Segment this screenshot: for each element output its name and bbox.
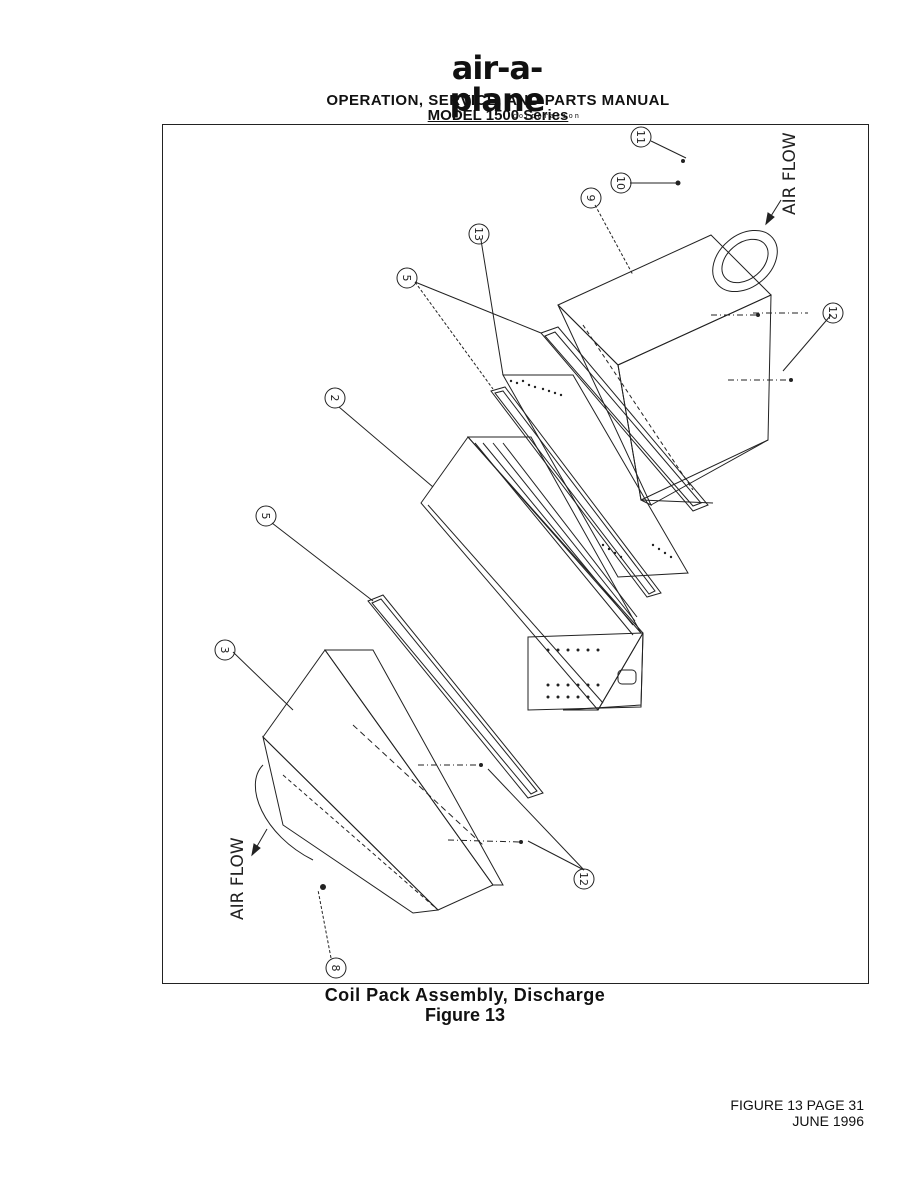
- callout-leaders: [232, 140, 832, 959]
- svg-text:9: 9: [584, 195, 597, 202]
- callout-2: 2: [324, 387, 346, 409]
- figure-caption-number: Figure 13: [424, 1005, 506, 1025]
- discharge-plenum: [557, 229, 778, 507]
- svg-text:13: 13: [472, 227, 485, 241]
- svg-text:5: 5: [259, 513, 272, 520]
- footer-date: JUNE 1996: [792, 1113, 864, 1129]
- svg-text:5: 5: [400, 275, 413, 282]
- svg-text:3: 3: [218, 647, 231, 654]
- logo-wordmark: air-a-plane: [449, 49, 546, 119]
- part-callouts: 11 10 9 13 5 2: [214, 126, 844, 979]
- diagram-frame: 11 10 9 13 5 2: [162, 124, 869, 984]
- logo-subtext: corporation: [512, 112, 581, 120]
- callout-11: 11: [630, 126, 652, 148]
- airflow-label-discharge: AIR FLOW: [780, 132, 800, 215]
- svg-text:11: 11: [634, 130, 647, 144]
- model-heading: MODEL 1500 Series: [300, 107, 696, 124]
- callout-13: 13: [468, 223, 490, 245]
- leader-lines: [418, 312, 808, 843]
- callout-9: 9: [580, 187, 602, 209]
- svg-text:10: 10: [614, 176, 627, 190]
- svg-text:8: 8: [329, 965, 342, 972]
- manual-title: OPERATION, SERVICE, AND PARTS MANUAL: [326, 92, 670, 109]
- gasket-upper: [540, 326, 709, 512]
- callout-8: 8: [325, 957, 347, 979]
- callout-12-upper: 12: [822, 302, 844, 324]
- figure-caption-title: Coil Pack Assembly, Discharge: [324, 985, 606, 1005]
- coil-assembly: [420, 436, 644, 711]
- callout-10: 10: [610, 172, 632, 194]
- inlet-plenum: [254, 649, 504, 914]
- model-text: MODEL 1500 Series: [427, 107, 569, 124]
- company-logo: air-a-plane corporation: [407, 52, 587, 120]
- callout-3: 3: [214, 639, 236, 661]
- gasket-lower: [367, 594, 544, 799]
- airflow-label-inlet: AIR FLOW: [228, 837, 248, 920]
- gasket-middle: [490, 386, 662, 598]
- callout-12-lower: 12: [573, 868, 595, 890]
- hardware-fasteners: [320, 159, 793, 890]
- footer-figure-page: FIGURE 13 PAGE 31: [730, 1097, 864, 1113]
- perforated-baffle: [502, 374, 689, 578]
- callout-5-upper: 5: [396, 267, 418, 289]
- svg-text:12: 12: [826, 306, 839, 320]
- airflow-arrows: [251, 199, 782, 857]
- callout-5-lower: 5: [255, 505, 277, 527]
- svg-text:2: 2: [328, 395, 341, 402]
- coil-pack-exploded-diagram: 11 10 9 13 5 2: [214, 126, 844, 979]
- svg-text:12: 12: [577, 872, 590, 886]
